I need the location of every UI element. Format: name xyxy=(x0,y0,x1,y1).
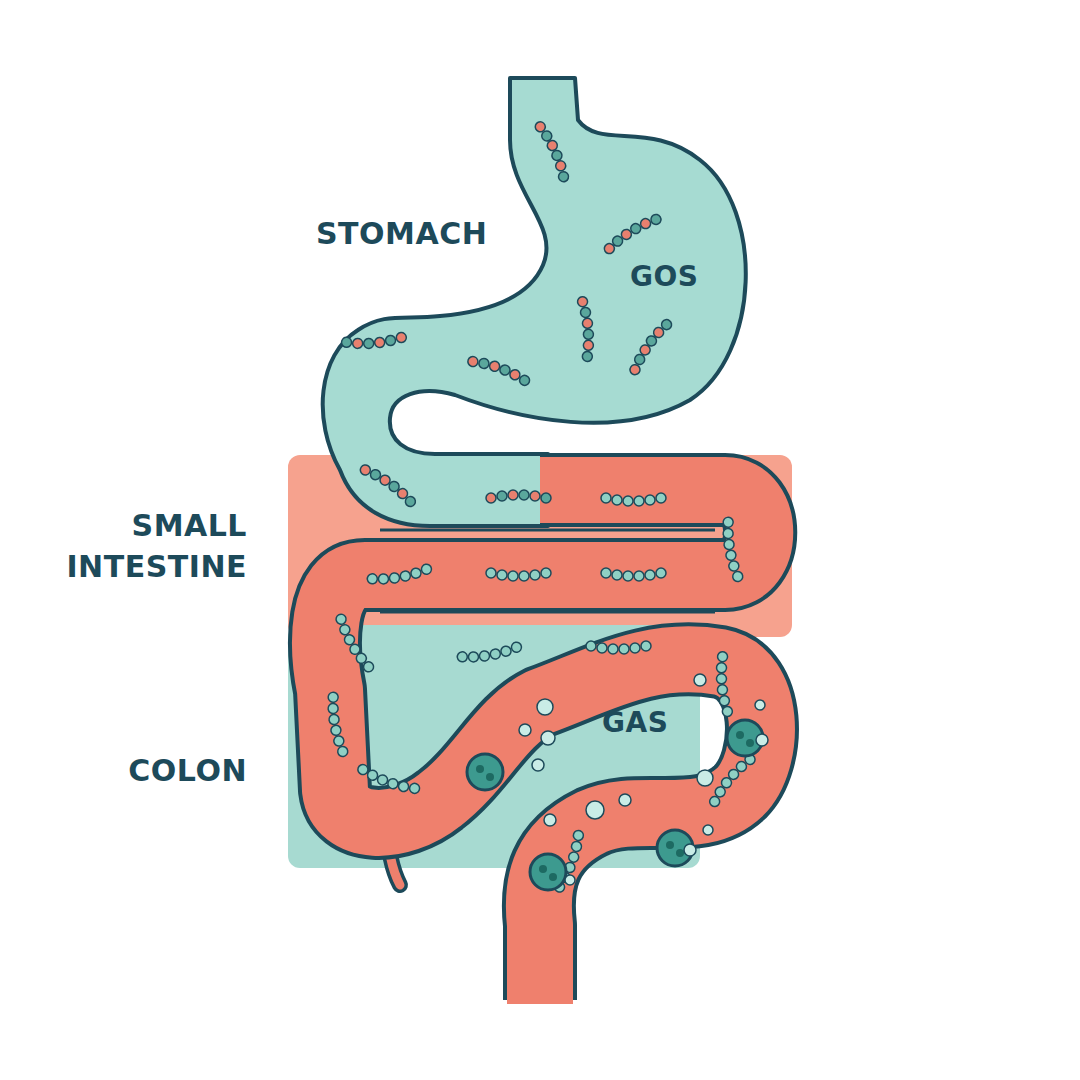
gos-chain xyxy=(457,641,523,665)
intestine-fill xyxy=(325,490,762,1004)
gos-chain xyxy=(358,461,419,509)
gos-chain xyxy=(332,612,376,675)
gos-chain xyxy=(719,517,743,583)
gas-bubble xyxy=(755,700,765,710)
gos-chain xyxy=(601,210,663,255)
bacteria-cells xyxy=(467,720,763,890)
gos-chain xyxy=(601,493,666,506)
gos-chain xyxy=(466,352,532,386)
gos-chain xyxy=(486,490,551,503)
gos-chain xyxy=(586,641,651,654)
gas-bubble xyxy=(537,699,553,715)
gas-label: GAS xyxy=(602,704,722,742)
organ-label: SMALL INTESTINE xyxy=(17,505,247,587)
gas-bubble xyxy=(565,875,575,885)
organ-label: COLON xyxy=(17,750,247,791)
organ-label: STOMACH xyxy=(316,213,576,254)
gos-chain xyxy=(534,119,573,183)
gas-bubble xyxy=(756,734,768,746)
gas-bubble xyxy=(684,844,696,856)
gas-bubble xyxy=(703,825,713,835)
gas-bubble xyxy=(694,674,706,686)
gos-chain xyxy=(601,568,666,581)
gos-chain xyxy=(577,296,596,362)
gas-bubble xyxy=(586,801,604,819)
gos-chain xyxy=(324,692,348,758)
gas-bubble xyxy=(619,794,631,806)
bacteria-cell xyxy=(530,854,566,890)
intestine-chains xyxy=(324,493,757,895)
gos-chain xyxy=(367,563,433,587)
gas-bubbles xyxy=(519,674,768,885)
gos-chain xyxy=(626,316,674,377)
gos-chain xyxy=(714,651,733,717)
gas-bubble xyxy=(519,724,531,736)
gos-chain xyxy=(486,568,551,581)
gas-bubble xyxy=(541,731,555,745)
gas-bubble xyxy=(532,759,544,771)
gos-chains xyxy=(341,119,673,509)
gos-chain xyxy=(341,332,407,351)
gos-chain xyxy=(355,763,421,797)
gas-bubble xyxy=(697,770,713,786)
bacteria-cell xyxy=(467,754,503,790)
molecule-label: GOS xyxy=(630,258,750,296)
gas-bubble xyxy=(544,814,556,826)
